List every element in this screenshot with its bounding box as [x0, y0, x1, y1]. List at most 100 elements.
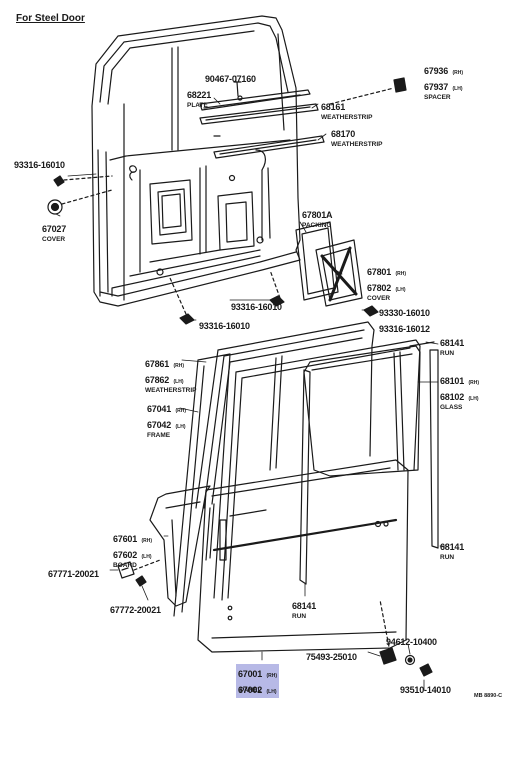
part-name: WEATHERSTRIP — [145, 387, 197, 394]
part-number: 67862 — [145, 375, 170, 385]
lower-hardware — [379, 599, 433, 677]
label-68141-bottom: 68141 RUN — [292, 597, 316, 621]
plate-and-upper-weatherstrips — [199, 89, 325, 159]
part-number: 68141 — [440, 338, 465, 348]
part-number: 90467-07160 — [205, 74, 256, 84]
part-name: COVER — [367, 295, 391, 302]
packing-and-cover — [295, 221, 363, 307]
part-number: 68221 — [187, 90, 212, 100]
part-name: WEATHERSTRIP — [331, 141, 383, 148]
label-67936: 67936 (RH) 67937 (LH) SPACER — [424, 62, 463, 102]
part-number: 67601 — [113, 534, 138, 544]
part-name: FRAME — [147, 432, 171, 439]
part-name: PLATE — [187, 102, 208, 109]
part-number: 93316-16010 — [199, 321, 250, 331]
leader-lines — [55, 75, 447, 691]
part-number: 68141 — [440, 542, 465, 552]
label-67027: 67027 COVER — [42, 220, 66, 244]
label-94612: 94612-10400 — [386, 633, 437, 649]
label-67001-highlighted: 67001 (RH) 67002 (LH) — [236, 664, 280, 698]
label-93510: 93510-14010 — [400, 681, 451, 697]
label-68161: 68161 WEATHERSTRIP — [321, 98, 373, 122]
glass — [303, 345, 421, 477]
part-number: 93316-16012 — [379, 324, 430, 334]
label-68170: 68170 WEATHERSTRIP — [331, 125, 383, 149]
part-suffix: (RH) — [468, 380, 480, 386]
part-name: SPACER — [424, 94, 451, 101]
part-number: 93330-16010 — [379, 308, 430, 318]
screws-93316-mid — [169, 269, 379, 325]
screw-90467 — [233, 81, 242, 97]
part-suffix: (RH) — [452, 70, 464, 76]
part-number: 67772-20021 — [110, 605, 161, 615]
part-name: RUN — [440, 554, 455, 561]
part-number: 68141 — [292, 601, 317, 611]
label-93316-mid: 93316-16010 — [231, 298, 282, 314]
part-number: 67801 — [367, 267, 392, 277]
part-name: BOARD — [113, 562, 137, 569]
screw-93316-left — [53, 175, 113, 187]
door-frame — [173, 339, 421, 617]
label-68101: 68101 (RH) 68102 (LH) GLASS — [440, 372, 479, 412]
label-67041: 67041 (RH) 67042 (LH) FRAME — [147, 400, 186, 440]
board — [149, 485, 211, 607]
part-number: 68101 — [440, 376, 465, 386]
part-suffix: (RH) — [266, 673, 278, 679]
label-67801: 67801 (RH) 67802 (LH) COVER — [367, 263, 406, 303]
part-suffix: (LH) — [468, 396, 479, 402]
part-number: 67936 — [424, 66, 449, 76]
part-name: RUN — [440, 350, 455, 357]
part-name: PANEL — [240, 687, 262, 694]
label-67801A: 67801A PACKING — [302, 206, 333, 230]
door-shell — [91, 15, 301, 307]
label-68221: 68221 PLATE — [187, 86, 211, 110]
part-number: 93316-16010 — [231, 302, 282, 312]
part-number: 67002 — [238, 685, 263, 695]
part-number: 94612-10400 — [386, 637, 437, 647]
part-number: 68102 — [440, 392, 465, 402]
spacer-67936 — [329, 77, 407, 105]
part-name: GLASS — [440, 404, 463, 411]
diagram-code: MB 8890-C — [474, 693, 503, 699]
part-number: 67042 — [147, 420, 172, 430]
part-suffix: (LH) — [141, 554, 152, 560]
label-67861: 67861 (RH) 67862 (LH) WEATHERSTRIP — [145, 355, 197, 395]
label-67772: 67772-20021 — [110, 601, 161, 617]
label-67771: 67771-20021 — [48, 565, 99, 581]
label-67001-name: PANEL — [240, 687, 262, 695]
part-suffix: (LH) — [173, 379, 184, 385]
part-suffix: (LH) — [175, 424, 186, 430]
label-90467: 90467-07160 — [205, 70, 256, 86]
part-number: 68170 — [331, 129, 356, 139]
part-name: WEATHERSTRIP — [321, 114, 373, 121]
label-75493: 75493-25010 — [306, 648, 357, 664]
label-93330: 93330-16010 93316-16012 — [379, 304, 430, 336]
label-68141-top: 68141 RUN — [440, 334, 464, 358]
part-number: 67801A — [302, 210, 333, 220]
part-number: 67861 — [145, 359, 170, 369]
part-suffix: (LH) — [452, 86, 463, 92]
part-number: 93316-16010 — [14, 160, 65, 170]
label-93316-lower: 93316-16010 — [199, 317, 250, 333]
clip-and-screw — [117, 559, 161, 587]
label-68141-right: 68141 RUN — [440, 538, 464, 562]
part-number: 67001 — [238, 669, 263, 679]
label-67601: 67601 (RH) 67602 (LH) BOARD — [113, 530, 152, 570]
part-suffix: (LH) — [395, 287, 406, 293]
part-number: 68161 — [321, 102, 346, 112]
diagram-title: For Steel Door — [16, 13, 85, 24]
part-number: 67041 — [147, 404, 172, 414]
part-number: 93510-14010 — [400, 685, 451, 695]
label-93316-left: 93316-16010 — [14, 156, 65, 172]
part-suffix: (RH) — [173, 363, 185, 369]
run-strips — [299, 341, 439, 585]
part-name: PACKING — [302, 222, 332, 229]
part-suffix: (RH) — [395, 271, 407, 277]
part-number: 67802 — [367, 283, 392, 293]
part-number: 67937 — [424, 82, 449, 92]
part-suffix: (RH) — [175, 408, 187, 414]
part-name: RUN — [292, 613, 307, 620]
part-number: 67771-20021 — [48, 569, 99, 579]
